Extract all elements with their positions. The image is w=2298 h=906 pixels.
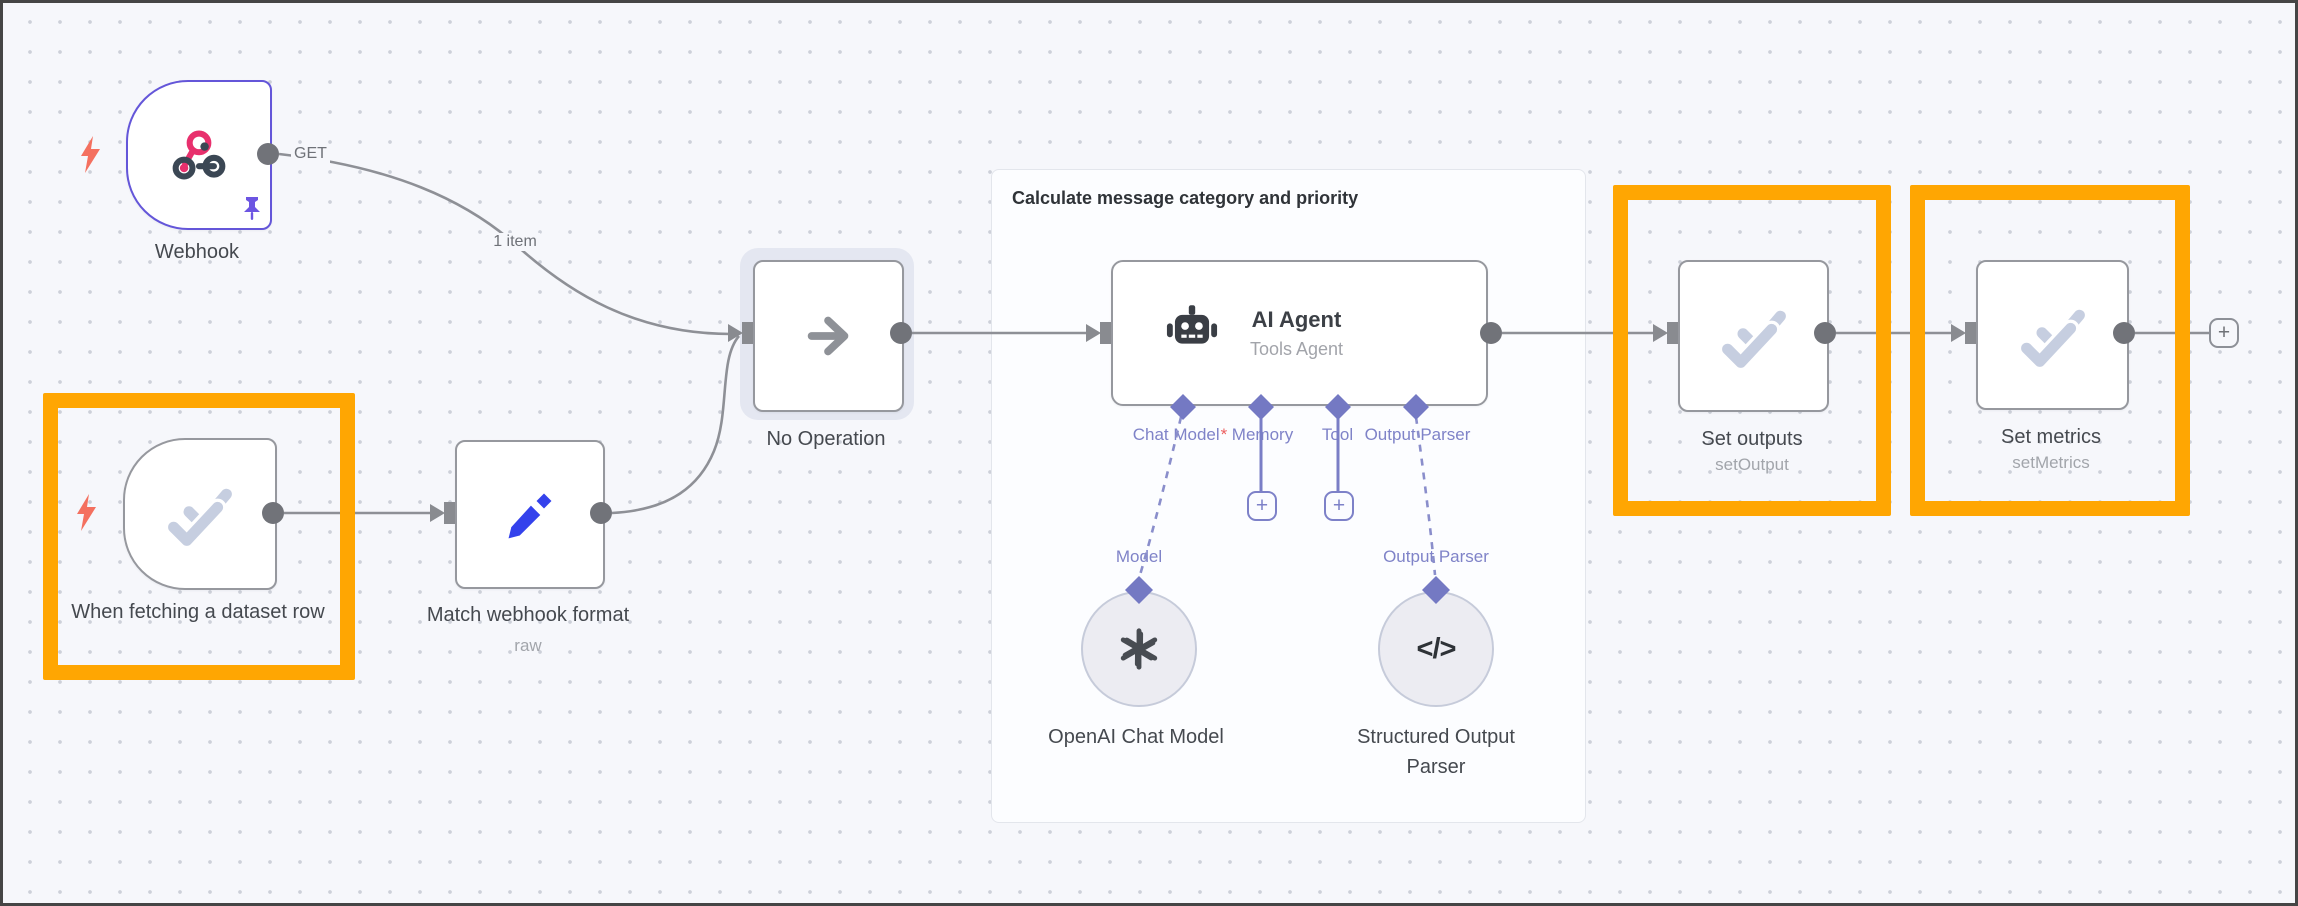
pencil-icon: [502, 487, 558, 543]
edge-items-label: 1 item: [490, 233, 540, 251]
arrow-right-icon: [800, 307, 858, 365]
port-label-chat-model: Chat Model*: [1132, 425, 1228, 444]
openai-chat-model-node[interactable]: [1081, 591, 1197, 707]
set-metrics-input: [1951, 322, 1976, 344]
add-memory-button[interactable]: +: [1247, 491, 1277, 521]
port-label-output-parser: Output Parser: [1364, 425, 1471, 444]
openai-chat-model-label: OpenAI Chat Model: [1048, 726, 1224, 748]
match-format-node[interactable]: [455, 440, 605, 589]
dataset-trigger-node[interactable]: [123, 438, 277, 590]
trigger-bolt-icon: [79, 136, 101, 173]
ai-agent-node[interactable]: AI Agent Tools Agent: [1111, 260, 1488, 406]
add-next-node-button[interactable]: +: [2209, 318, 2239, 348]
match-format-subtitle: raw: [514, 636, 542, 655]
webhook-node[interactable]: [126, 80, 272, 230]
model-port-label: Model: [1115, 547, 1163, 566]
noop-label: No Operation: [766, 428, 886, 450]
set-metrics-label: Set metrics: [2000, 426, 2102, 448]
match-format-label: Match webhook format: [426, 604, 630, 626]
pin-icon: [240, 196, 264, 222]
structured-output-parser-node[interactable]: </>: [1378, 591, 1494, 707]
set-outputs-subtitle: setOutput: [1715, 455, 1789, 474]
noop-node[interactable]: [753, 260, 904, 412]
openai-logo-icon: [1113, 623, 1165, 675]
double-check-icon: [167, 481, 233, 547]
add-tool-button[interactable]: +: [1324, 491, 1354, 521]
set-outputs-label: Set outputs: [1701, 428, 1803, 450]
match-input: [430, 502, 455, 524]
sticky-note-title: Calculate message category and priority: [1012, 188, 1359, 208]
output-parser-port-label: Output Parser: [1383, 547, 1489, 566]
webhook-icon: [171, 127, 227, 183]
edge-match-to-noop: [611, 335, 741, 515]
set-outputs-node[interactable]: [1678, 260, 1829, 412]
structured-output-parser-label: Structured Output Parser: [1357, 726, 1515, 778]
trigger-bolt-icon: [75, 494, 97, 531]
port-label-tool: Tool: [1321, 425, 1354, 444]
set-metrics-subtitle: setMetrics: [2012, 453, 2090, 472]
robot-icon: [1160, 301, 1224, 365]
ai-agent-subtitle: Tools Agent: [1249, 338, 1344, 359]
double-check-icon: [2019, 302, 2086, 368]
double-check-icon: [1720, 303, 1787, 369]
webhook-node-label: Webhook: [154, 241, 240, 263]
code-parser-icon: </>: [1416, 632, 1457, 665]
ai-agent-title: AI Agent: [1251, 306, 1342, 332]
port-label-memory: Memory: [1231, 425, 1294, 444]
set-outputs-input: [1653, 322, 1678, 344]
set-metrics-node[interactable]: [1976, 260, 2129, 410]
webhook-method-label: GET: [291, 145, 330, 163]
dataset-trigger-label: When fetching a dataset row: [71, 601, 325, 623]
